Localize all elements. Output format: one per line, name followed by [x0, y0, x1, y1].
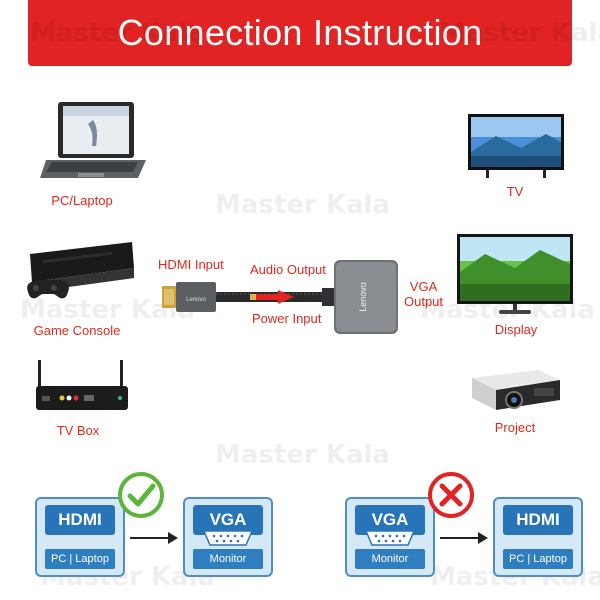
power-input-label: Power Input	[252, 311, 322, 326]
hdmi-port-label: HDMI	[503, 505, 573, 535]
arrow-head	[478, 532, 488, 544]
svg-text:Lenovo: Lenovo	[186, 297, 206, 303]
pc-laptop-label: PC/Laptop	[51, 193, 113, 208]
projector-icon	[472, 370, 560, 410]
vga-output-label: VGA Output	[404, 279, 444, 309]
display-icon	[457, 234, 573, 314]
vga-monitor-box: VGA Monitor	[183, 497, 273, 577]
monitor-sublabel: Monitor	[193, 549, 263, 569]
vga-source-box: VGA Monitor	[345, 497, 435, 577]
tv-label: TV	[506, 184, 524, 199]
vga-connector-icon	[202, 530, 254, 546]
laptop-icon	[40, 102, 146, 178]
vga-port-label: VGA	[193, 505, 263, 535]
svg-text:Lenovo: Lenovo	[358, 282, 368, 312]
tv-icon	[468, 114, 564, 178]
hdmi-source-box: HDMI PC | Laptop	[35, 497, 125, 577]
game-console-label: Game Console	[33, 323, 121, 338]
game-console-icon	[27, 242, 134, 299]
vga-port-label: VGA	[355, 505, 425, 535]
pc-laptop-sublabel: PC | Laptop	[45, 549, 115, 569]
watermark: Master Kala	[30, 18, 205, 48]
header-banner: Connection Instruction	[28, 0, 572, 66]
tv-box-label: TV Box	[56, 423, 100, 438]
tv-box-icon	[36, 360, 128, 410]
audio-output-label: Audio Output	[250, 262, 326, 277]
hdmi-port-label: HDMI	[45, 505, 115, 535]
page-title: Connection Instruction	[117, 12, 483, 53]
check-icon	[118, 472, 164, 518]
display-label: Display	[494, 322, 538, 337]
watermark: Master Kala	[215, 190, 390, 220]
arrow-head	[168, 532, 178, 544]
vga-connector-icon	[364, 530, 416, 546]
watermark: Master Kala	[440, 18, 600, 48]
hdmi-target-box: HDMI PC | Laptop	[493, 497, 583, 577]
pc-laptop-sublabel: PC | Laptop	[503, 549, 573, 569]
watermark: Master Kala	[215, 440, 390, 470]
connection-arrow	[440, 537, 480, 539]
connection-arrow	[130, 537, 170, 539]
monitor-sublabel: Monitor	[355, 549, 425, 569]
hdmi-input-label: HDMI Input	[158, 257, 224, 272]
hdmi-vga-adapter: Lenovo Lenovo	[162, 260, 398, 334]
project-label: Project	[494, 420, 536, 435]
cross-icon	[428, 472, 474, 518]
